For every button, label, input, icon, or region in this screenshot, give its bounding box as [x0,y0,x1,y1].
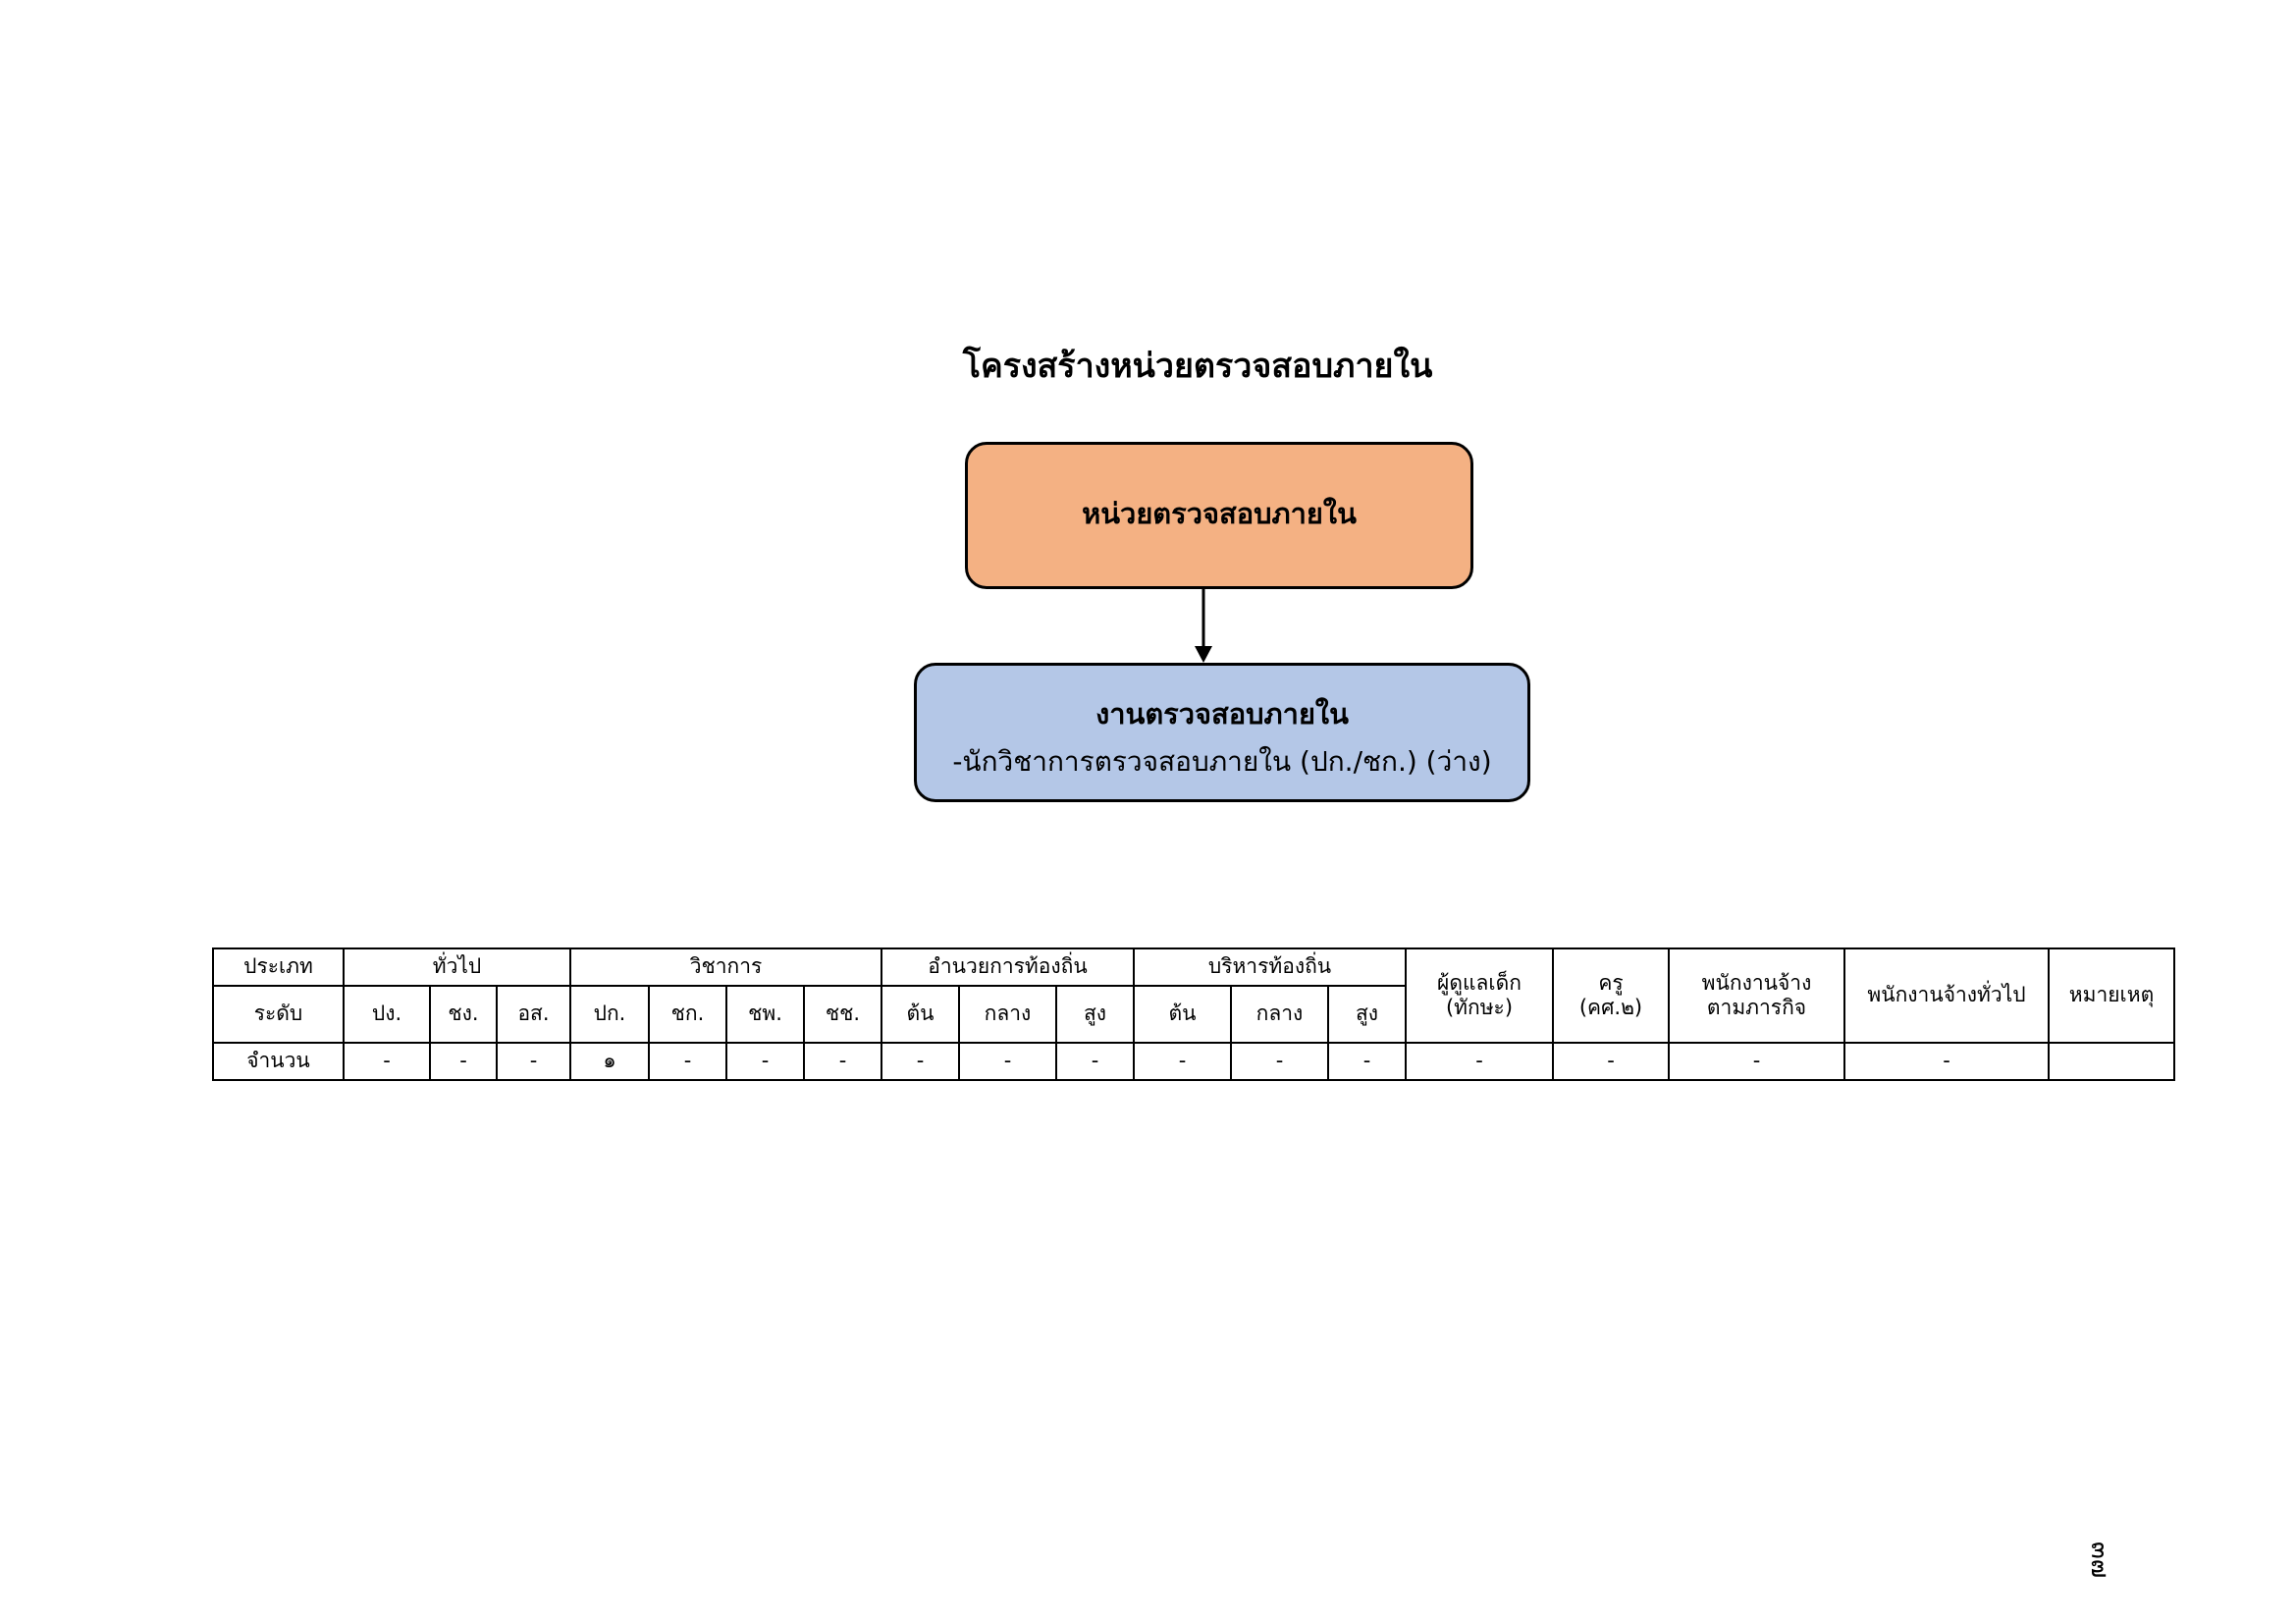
group-teacher: ครู (คศ.๒) [1552,947,1670,1044]
level-cell: ต้น [1133,985,1232,1044]
level-cell: อส. [496,985,571,1044]
group-general: ทั่วไป [343,947,571,987]
group-remarks: หมายเหตุ [2048,947,2175,1044]
group-mission-employee-label: พนักงานจ้าง [1701,970,1812,995]
count-cell: - [725,1042,805,1081]
count-cell: - [958,1042,1057,1081]
count-cell: - [1843,1042,2050,1081]
group-caregiver-label: ผู้ดูแลเด็ก [1437,970,1522,995]
page-number: ๓๗ [2085,1542,2114,1579]
org-box-internal-audit-section: งานตรวจสอบภายใน -นักวิชาการตรวจสอบภายใน … [914,663,1530,802]
connector-arrow [1195,589,1212,663]
level-cell: ชพ. [725,985,805,1044]
staff-table: ประเภท ทั่วไป วิชาการ อำนวยการท้องถิ่น บ… [212,947,2175,1081]
count-cell: - [496,1042,571,1081]
count-cell: - [1405,1042,1554,1081]
group-caregiver: ผู้ดูแลเด็ก (ทักษะ) [1405,947,1554,1044]
level-cell: ชช. [803,985,882,1044]
group-general-employee: พนักงานจ้างทั่วไป [1843,947,2050,1044]
group-teacher-sub: (คศ.๒) [1578,996,1643,1019]
count-cell: - [1055,1042,1135,1081]
row-label-count: จำนวน [212,1042,345,1081]
count-cell: - [1230,1042,1329,1081]
count-cell: - [1552,1042,1670,1081]
count-cell: - [429,1042,498,1081]
level-cell: กลาง [1230,985,1329,1044]
group-teacher-label: ครู [1598,970,1624,995]
group-local-admin: บริหารท้องถิ่น [1133,947,1407,987]
group-mission-employee: พนักงานจ้าง ตามภารกิจ [1668,947,1845,1044]
group-caregiver-sub: (ทักษะ) [1445,996,1514,1019]
row-label-type: ประเภท [212,947,345,987]
level-cell: ปก. [569,985,650,1044]
org-box-position: -นักวิชาการตรวจสอบภายใน (ปก./ชก.) (ว่าง) [952,745,1492,778]
group-mission-employee-sub: ตามภารกิจ [1706,996,1807,1019]
count-cell: - [1668,1042,1845,1081]
group-academic: วิชาการ [569,947,882,987]
row-label-level: ระดับ [212,985,345,1044]
level-cell: ปง. [343,985,431,1044]
level-cell: กลาง [958,985,1057,1044]
count-cell: ๑ [569,1042,650,1081]
level-cell: ชก. [648,985,727,1044]
level-cell: สูง [1055,985,1135,1044]
count-cell: - [648,1042,727,1081]
org-box-title: งานตรวจสอบภายใน [1095,697,1349,731]
count-cell: - [343,1042,431,1081]
level-cell: ต้น [881,985,960,1044]
count-cell-remarks [2048,1042,2175,1081]
count-cell: - [1133,1042,1232,1081]
count-cell: - [1327,1042,1407,1081]
level-cell: ชง. [429,985,498,1044]
page-title: โครงสร้างหน่วยตรวจสอบภายใน [962,347,1433,386]
level-cell: สูง [1327,985,1407,1044]
org-box-title: หน่วยตรวจสอบภายใน [1082,497,1357,530]
count-cell: - [881,1042,960,1081]
count-cell: - [803,1042,882,1081]
group-local-director: อำนวยการท้องถิ่น [881,947,1135,987]
org-box-internal-audit-unit: หน่วยตรวจสอบภายใน [965,442,1473,589]
